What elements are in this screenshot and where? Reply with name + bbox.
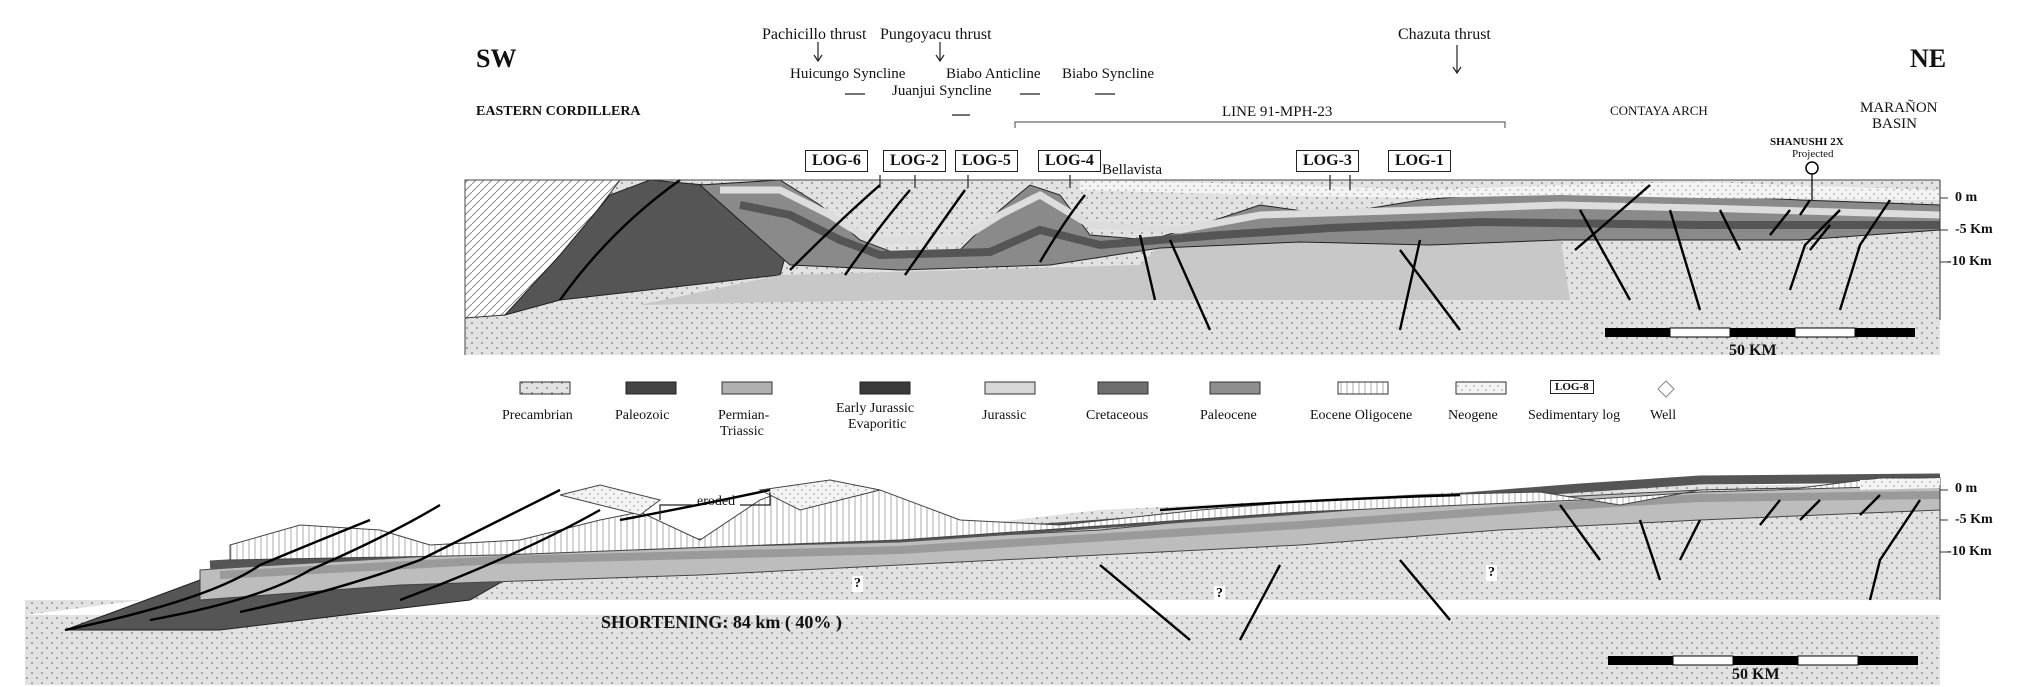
- eroded-label: eroded: [697, 494, 736, 509]
- log-2-box: LOG-2: [883, 150, 946, 172]
- upper-faults: [559, 179, 1891, 331]
- legend-cretaceous: Cretaceous: [1086, 408, 1149, 423]
- upper-neogene: [1080, 180, 1940, 200]
- bellavista-label: Bellavista: [1102, 162, 1162, 178]
- legend-precambrian: Precambrian: [502, 408, 573, 423]
- well-name: SHANUSHI 2X: [1770, 136, 1844, 148]
- log-4-box: LOG-4: [1038, 150, 1101, 172]
- depth-0-upper: 0 m: [1955, 190, 1978, 205]
- line-bracket: [1014, 121, 1506, 128]
- depth-10-upper: -10 Km: [1947, 254, 1992, 269]
- question-mark-1: ?: [852, 576, 863, 592]
- legend-early-jurassic-1: Early Jurassic: [836, 401, 915, 416]
- scale-label-lower: 50 KM: [1732, 666, 1780, 683]
- legend-neogene: Neogene: [1448, 408, 1498, 423]
- lower-depth-axis: [1939, 485, 1948, 600]
- shortening-label: SHORTENING: 84 km ( 40% ): [601, 612, 842, 632]
- question-mark-2: ?: [1214, 586, 1225, 602]
- upper-jurassic-sheet: [640, 235, 1570, 305]
- scale-label-upper: 50 KM: [1729, 342, 1777, 359]
- chazuta-thrust-label: Chazuta thrust: [1398, 26, 1491, 43]
- legend-jurassic: Jurassic: [982, 408, 1027, 423]
- legend-well: Well: [1650, 408, 1677, 423]
- upper-section: [464, 121, 1948, 355]
- legend-log-sample: LOG-8: [1550, 380, 1594, 394]
- depth-0-lower: 0 m: [1955, 481, 1978, 496]
- juanjui-syncline-label: Juanjui Syncline: [892, 83, 992, 99]
- depth-5-upper: -5 Km: [1955, 222, 1993, 237]
- log-5-box: LOG-5: [955, 150, 1018, 172]
- upper-light-layer: [720, 186, 1941, 244]
- upper-dark-layer: [739, 201, 1940, 260]
- depth-5-lower: -5 Km: [1955, 512, 1993, 527]
- log-3-box: LOG-3: [1296, 150, 1359, 172]
- upper-scale-bar: [1605, 327, 1915, 338]
- lower-scale-bar: [1608, 655, 1918, 666]
- well-symbol: [1805, 161, 1819, 175]
- pungoyacu-thrust-label: Pungoyacu thrust: [880, 26, 992, 43]
- log-1-box: LOG-1: [1388, 150, 1451, 172]
- upper-depth-axis: [1939, 180, 1948, 320]
- legend-swatches: [519, 380, 1675, 398]
- maranon-label: MARAÑON: [1860, 100, 1938, 116]
- legend-paleozoic: Paleozoic: [615, 408, 670, 423]
- legend-permian-2: Triassic: [720, 424, 764, 439]
- lower-faults: [64, 488, 1921, 641]
- well-note: Projected: [1792, 148, 1834, 160]
- eastern-cordillera-label: EASTERN CORDILLERA: [476, 104, 641, 119]
- log-6-box: LOG-6: [805, 150, 868, 172]
- huicungo-syncline-label: Huicungo Syncline: [790, 66, 906, 82]
- basin-label: BASIN: [1872, 116, 1918, 132]
- legend-eocene: Eocene Oligocene: [1310, 408, 1413, 423]
- legend-paleocene: Paleocene: [1200, 408, 1257, 423]
- sw-label: SW: [476, 44, 517, 73]
- question-mark-3: ?: [1486, 565, 1497, 581]
- eroded-arrows: [659, 492, 771, 520]
- well-legend-icon: [1657, 380, 1675, 398]
- structure-arrows: [813, 42, 1462, 190]
- biabo-syncline-label: Biabo Syncline: [1062, 66, 1155, 82]
- legend-sedimentary-log: Sedimentary log: [1528, 408, 1621, 423]
- ne-label: NE: [1910, 44, 1947, 73]
- line-label: LINE 91-MPH-23: [1222, 104, 1333, 120]
- contaya-arch-label: CONTAYA ARCH: [1610, 103, 1708, 118]
- legend-early-jurassic-2: Evaporitic: [848, 417, 907, 432]
- biabo-anticline-label: Biabo Anticline: [946, 66, 1041, 82]
- pachicillo-thrust-label: Pachicillo thrust: [762, 26, 867, 43]
- legend-permian-1: Permian-: [718, 408, 770, 423]
- lower-section: [25, 473, 1948, 685]
- depth-10-lower: -10 Km: [1947, 544, 1992, 559]
